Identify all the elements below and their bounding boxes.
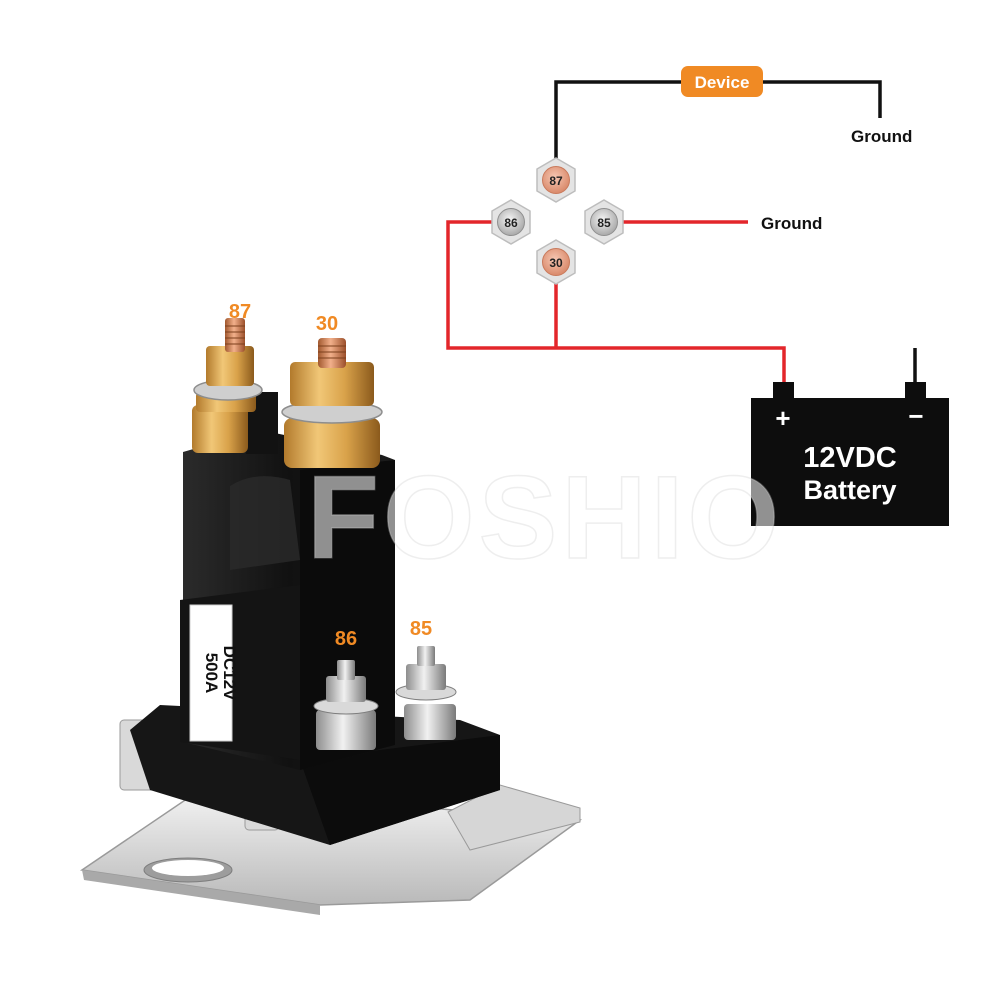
terminal-86-nut: 86	[491, 199, 531, 245]
terminal-85-nut: 85	[584, 199, 624, 245]
terminal-85-text: 85	[597, 216, 611, 230]
rating-amps-text: 500A	[202, 653, 221, 694]
ground-label-mid: Ground	[761, 214, 822, 233]
relay-terminal-30	[281, 338, 383, 468]
mounting-bracket	[79, 719, 583, 915]
wiring-diagram: Device Ground Ground 87 86 85 30	[446, 66, 949, 526]
battery: + − 12VDC Battery	[751, 382, 949, 526]
battery-voltage-text: 12VDC	[803, 442, 897, 474]
relay-product-image: 500A DC12V	[79, 301, 583, 915]
battery-plus-sign: +	[775, 403, 790, 433]
battery-label-text: Battery	[803, 475, 896, 505]
rating-volts-text: DC12V	[220, 646, 239, 701]
product-label-30: 30	[316, 313, 338, 335]
relay-terminal-87	[192, 318, 263, 453]
product-label-85: 85	[410, 618, 432, 640]
battery-minus-sign: −	[908, 401, 923, 431]
device-label-text: Device	[695, 73, 750, 92]
product-label-87: 87	[229, 301, 251, 323]
terminal-87-text: 87	[549, 174, 563, 188]
relay-terminal-86	[313, 660, 379, 750]
device-label: Device	[681, 66, 763, 97]
brand-watermark: FOSHIO	[307, 452, 783, 584]
relay-terminal-85	[395, 646, 457, 740]
product-label-86: 86	[335, 628, 357, 650]
wire-86-to-battery	[446, 220, 786, 388]
terminal-86-text: 86	[504, 216, 518, 230]
terminal-87-nut: 87	[536, 157, 576, 203]
ground-label-top: Ground	[851, 127, 912, 146]
terminal-30-nut: 30	[536, 239, 576, 285]
terminal-30-text: 30	[549, 256, 563, 270]
